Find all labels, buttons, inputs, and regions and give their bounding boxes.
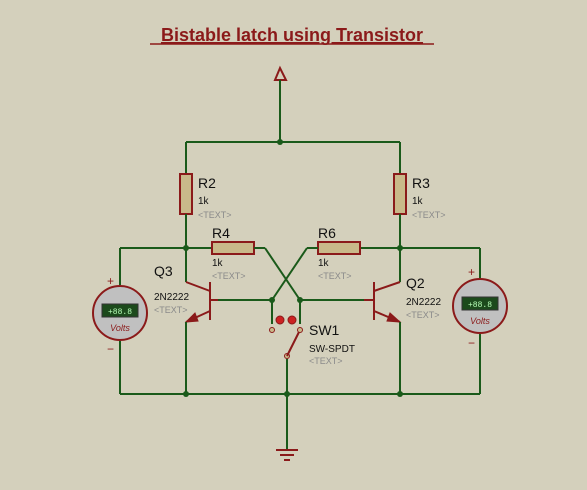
cross-coupling-wires [254,247,318,301]
junction-node [277,139,283,145]
r6-text-label: <TEXT> [318,271,352,281]
r3-ref-label: R3 [412,175,430,191]
sw1-ref-label: SW1 [309,322,340,338]
junction-node [397,391,403,397]
r4-text-label: <TEXT> [212,271,246,281]
r2-text-label: <TEXT> [198,210,232,220]
sw1-value-label: SW-SPDT [309,344,355,355]
junction-node [183,391,189,397]
r4-value-label: 1k [212,258,224,269]
r3-text-label: <TEXT> [412,210,446,220]
switch-sw1[interactable] [269,300,303,394]
q3-text-label: <TEXT> [154,305,188,315]
resistor-r2[interactable] [179,173,193,215]
r6-ref-label: R6 [318,225,336,241]
left-meter-display: +88.8 [108,308,132,317]
right-meter-minus: − [468,336,475,350]
q2-value-label: 2N2222 [406,297,441,308]
r2-ref-label: R2 [198,175,216,191]
r4-ref-label: R4 [212,225,230,241]
resistor-r6[interactable] [317,241,361,255]
right-meter-unit: Volts [470,316,490,326]
left-meter-unit: Volts [110,323,130,333]
ground-symbol[interactable] [276,394,298,461]
q2-text-label: <TEXT> [406,310,440,320]
q3-value-label: 2N2222 [154,292,189,303]
resistor-r3[interactable] [393,173,407,215]
transistor-q3[interactable] [184,248,218,394]
sw1-text-label: <TEXT> [309,356,343,366]
r2-value-label: 1k [198,196,210,207]
power-terminal[interactable] [273,65,288,142]
voltmeter-right[interactable] [452,248,508,394]
transistor-q2[interactable] [364,248,402,394]
q3-ref-label: Q3 [154,263,173,279]
right-meter-plus: + [468,265,475,279]
resistor-r4[interactable] [211,241,255,255]
voltmeter-left[interactable] [92,248,148,394]
right-meter-display: +88.8 [468,301,492,310]
q2-ref-label: Q2 [406,275,425,291]
r3-value-label: 1k [412,196,424,207]
schematic-title: Bistable latch using Transistor [161,25,423,45]
left-meter-plus: + [107,274,114,288]
left-meter-minus: − [107,342,114,356]
top-rail-wire [185,141,401,174]
r6-value-label: 1k [318,258,330,269]
